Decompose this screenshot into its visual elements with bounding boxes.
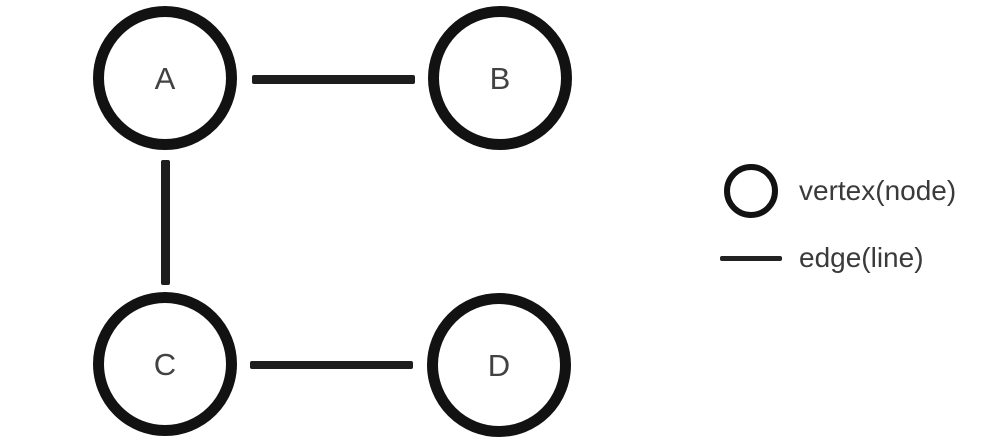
node-D: D: [427, 293, 571, 437]
legend-item-vertex: vertex(node): [718, 164, 956, 218]
edge-C-D: [250, 361, 413, 369]
legend-item-edge: edge(line): [718, 238, 924, 278]
edge-line-icon: [720, 255, 782, 261]
vertex-circle-icon: [724, 164, 778, 218]
node-label-A: A: [154, 60, 176, 96]
edge-A-C: [160, 160, 170, 285]
node-B: B: [428, 6, 572, 150]
legend-label-edge: edge(line): [799, 242, 924, 273]
legend-symbol-cell: [718, 164, 784, 218]
node-label-C: C: [153, 346, 177, 382]
legend-symbol-cell: [718, 255, 784, 261]
legend-label-vertex: vertex(node): [799, 175, 957, 206]
node-label-D: D: [487, 347, 511, 383]
node-A: A: [93, 6, 237, 150]
node-label-B: B: [489, 60, 511, 96]
edge-A-B: [252, 74, 415, 84]
node-C: C: [93, 292, 237, 436]
